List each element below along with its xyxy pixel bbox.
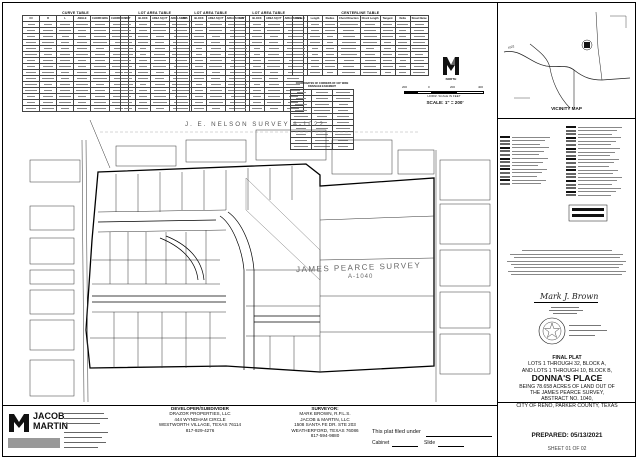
- vicinity-divider: [497, 118, 636, 119]
- scale-title: HORIZ. SCALE IN FEET: [427, 94, 461, 98]
- table-row: [292, 21, 429, 28]
- left-adjoiners: [29, 139, 89, 403]
- north-label: NORTH: [445, 77, 457, 81]
- title-line-city: CITY OF RENO, PARKER COUNTY, TEXAS: [516, 402, 618, 409]
- legend-block: [500, 122, 633, 232]
- north-arrow-icon: [441, 55, 461, 77]
- signature-line: [534, 302, 598, 303]
- table-row: [292, 63, 429, 70]
- easement-table-title: COORDINATES OF CORNERS OF 100' WIDE DRAI…: [295, 82, 349, 88]
- seal-side-text: [569, 322, 609, 342]
- surveyor-street: 1508 SANTA FE DR. STE 203: [294, 422, 356, 428]
- streets: [92, 211, 320, 370]
- scale-tick-2: 0: [428, 85, 430, 89]
- surveyor-city: WEATHERFORD, TEXAS 76086: [291, 427, 359, 433]
- scale-text: SCALE: 1" = 200': [426, 100, 464, 105]
- title-line-survey: THE JAMES PEARCE SURVEY,: [530, 390, 604, 397]
- survey-label-nelson: J. E. NELSON SURVEY A-1022: [185, 121, 325, 128]
- scale-bar: [404, 91, 484, 94]
- developer-street: 444 WYNDHAM CIRCLE: [174, 416, 226, 422]
- slide-line: [438, 446, 464, 447]
- title-subdivision-name: DONNA'S PLACE: [531, 373, 603, 384]
- footer-divider: [2, 405, 497, 406]
- logo-text-jacob: JACOB: [33, 411, 65, 421]
- lot-area-table-1-title: LOT AREA TABLE: [138, 11, 172, 15]
- title-line-acres: BEING 78.658 ACRES OF LAND OUT OF: [519, 383, 615, 390]
- developer-city: WESTWORTH VILLAGE, TEXAS 76114: [158, 422, 242, 428]
- surveyor-heading: SURVEYOR:: [311, 406, 339, 411]
- centerline-table-title: CENTERLINE TABLE: [341, 11, 380, 15]
- table-row: [234, 81, 304, 88]
- lot-lines: [90, 166, 435, 372]
- top-adjoiners: [89, 120, 435, 175]
- filed-under-line: [426, 436, 492, 437]
- title-line-abstract: ABSTRACT NO. 1040,: [541, 396, 593, 403]
- vicinity-map: 1022 VICINITY MAP: [500, 8, 633, 113]
- boundary-line: [85, 163, 435, 373]
- plat-drawing: [29, 120, 491, 403]
- cabinet-line: [392, 446, 418, 447]
- lot-area-table-3-title: LOT AREA TABLE: [252, 11, 286, 15]
- surveyor-seal-icon: [538, 317, 566, 345]
- filed-under-text: This plat filed under: [372, 429, 421, 435]
- table-row: [22, 87, 130, 94]
- legend-easement-sample: [568, 204, 608, 222]
- scale-tick-3: 200: [450, 85, 456, 89]
- table-row: [22, 105, 130, 112]
- scale-tick-4: 400: [478, 85, 484, 89]
- developer-name: DRAZOR PROPERTIES, LLC: [169, 411, 231, 417]
- title-line-lots-b: AND LOTS 1 THROUGH 10, BLOCK B,: [521, 367, 613, 374]
- surveyor-certificate: [500, 248, 633, 278]
- company-address-block: [64, 410, 134, 450]
- surveyor-name: MARK BROWN, R.P.L.S.: [299, 411, 351, 417]
- table-row: [292, 39, 429, 46]
- title-final-plat: FINAL PLAT: [552, 355, 582, 361]
- sheet-border: [2, 2, 636, 457]
- vicinity-map-drawing: [503, 11, 631, 109]
- drainage-easement: [245, 177, 321, 281]
- filed-cabinet-label: Cabinet: [372, 440, 390, 446]
- title-block: FINAL PLAT LOTS 1 THROUGH 32, BLOCK A, A…: [500, 355, 634, 409]
- filed-slide-label: Slide: [424, 440, 436, 446]
- table-row: [22, 45, 130, 52]
- easement-table: COORDINATES OF CORNERS OF 100' WIDE DRAI…: [290, 82, 354, 150]
- scale-ticks: 200 0 200 400: [402, 85, 484, 92]
- logo-text-martin: MARTIN: [33, 421, 68, 431]
- developer-phone: 817-929-4276: [185, 427, 215, 433]
- company-logo-icon: [7, 410, 31, 434]
- curve-table-title: CURVE TABLE: [62, 11, 89, 15]
- logo-strip: [8, 438, 60, 448]
- lot-area-table-2-title: LOT AREA TABLE: [194, 11, 228, 15]
- sheet-number: SHEET 01 OF 02: [547, 446, 587, 452]
- prepared-date: PREPARED: 05/13/2021: [531, 432, 603, 439]
- surveyor-block: SURVEYOR: MARK BROWN, R.P.L.S. JACOB & M…: [270, 406, 380, 438]
- surveyor-phone: 817-594-9880: [310, 433, 340, 439]
- surveyor-company: JACOB & MARTIN, LLC: [300, 416, 350, 422]
- certificate-text: [500, 250, 633, 276]
- survey-label-pearce-abstract: A-1040: [348, 274, 374, 280]
- legend-abbreviations: [566, 126, 632, 198]
- title-line-lots-a: LOTS 1 THROUGH 32, BLOCK A,: [528, 361, 606, 368]
- table-row: [22, 33, 130, 40]
- legend-symbols: [500, 136, 562, 186]
- prepared-divider: [497, 402, 636, 403]
- table-row: [292, 69, 429, 76]
- right-column-divider: [497, 2, 498, 457]
- developer-block: DEVELOPER/SUBDIVIDER DRAZOR PROPERTIES, …: [140, 406, 260, 433]
- signature-caption: [545, 305, 587, 315]
- scale-tick-1: 200: [402, 85, 408, 89]
- developer-heading: DEVELOPER/SUBDIVIDER: [171, 406, 229, 411]
- right-adjoiners: [435, 150, 491, 402]
- vicinity-map-title: VICINITY MAP: [551, 106, 582, 111]
- surveyor-signature: Mark J. Brown: [540, 292, 599, 301]
- easement-table-grid: [290, 88, 354, 150]
